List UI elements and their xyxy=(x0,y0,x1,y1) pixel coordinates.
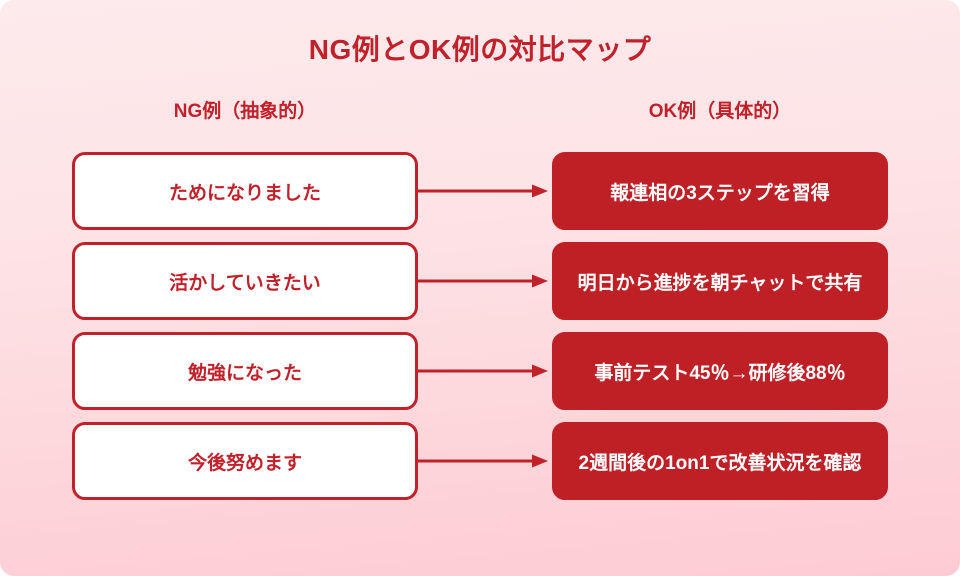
column-header-ng: NG例（抽象的） xyxy=(173,101,317,122)
ok-card[interactable]: 明日から進捗を朝チャットで共有 xyxy=(552,242,888,320)
ng-card-label: ためになりました xyxy=(168,182,321,204)
comparison-rows: ためになりました 報連相の3ステップを習得 活かしていきたい xyxy=(0,152,960,512)
ok-card-label: 2週間後の1on1で改善状況を確認 xyxy=(578,452,862,474)
comparison-row: 今後努めます 2週間後の1on1で改善状況を確認 xyxy=(0,422,960,500)
column-header-ok: OK例（具体的） xyxy=(648,101,792,122)
ng-card[interactable]: 活かしていきたい xyxy=(72,242,418,320)
ng-card[interactable]: 今後努めます xyxy=(72,422,418,500)
ng-card-label: 活かしていきたい xyxy=(169,272,321,294)
ok-card-label: 明日から進捗を朝チャットで共有 xyxy=(577,272,863,294)
comparison-row: 活かしていきたい 明日から進捗を朝チャットで共有 xyxy=(0,242,960,320)
ok-card[interactable]: 報連相の3ステップを習得 xyxy=(552,152,888,230)
ng-card-label: 今後努めます xyxy=(187,452,302,474)
ok-card-label: 報連相の3ステップを習得 xyxy=(610,182,830,204)
arrow-right-icon xyxy=(418,453,548,469)
arrow-right-icon xyxy=(418,273,548,289)
comparison-row: 勉強になった 事前テスト45％→研修後88％ xyxy=(0,332,960,410)
comparison-row: ためになりました 報連相の3ステップを習得 xyxy=(0,152,960,230)
page-title: NG例とOK例の対比マップ xyxy=(308,34,652,65)
ok-card-label: 事前テスト45％→研修後88％ xyxy=(594,362,846,384)
ng-card[interactable]: ためになりました xyxy=(72,152,418,230)
arrow-right-icon xyxy=(418,183,548,199)
ng-card-label: 勉強になった xyxy=(187,362,302,384)
arrow-right-icon xyxy=(418,363,548,379)
ng-card[interactable]: 勉強になった xyxy=(72,332,418,410)
ok-card[interactable]: 2週間後の1on1で改善状況を確認 xyxy=(552,422,888,500)
ok-card[interactable]: 事前テスト45％→研修後88％ xyxy=(552,332,888,410)
